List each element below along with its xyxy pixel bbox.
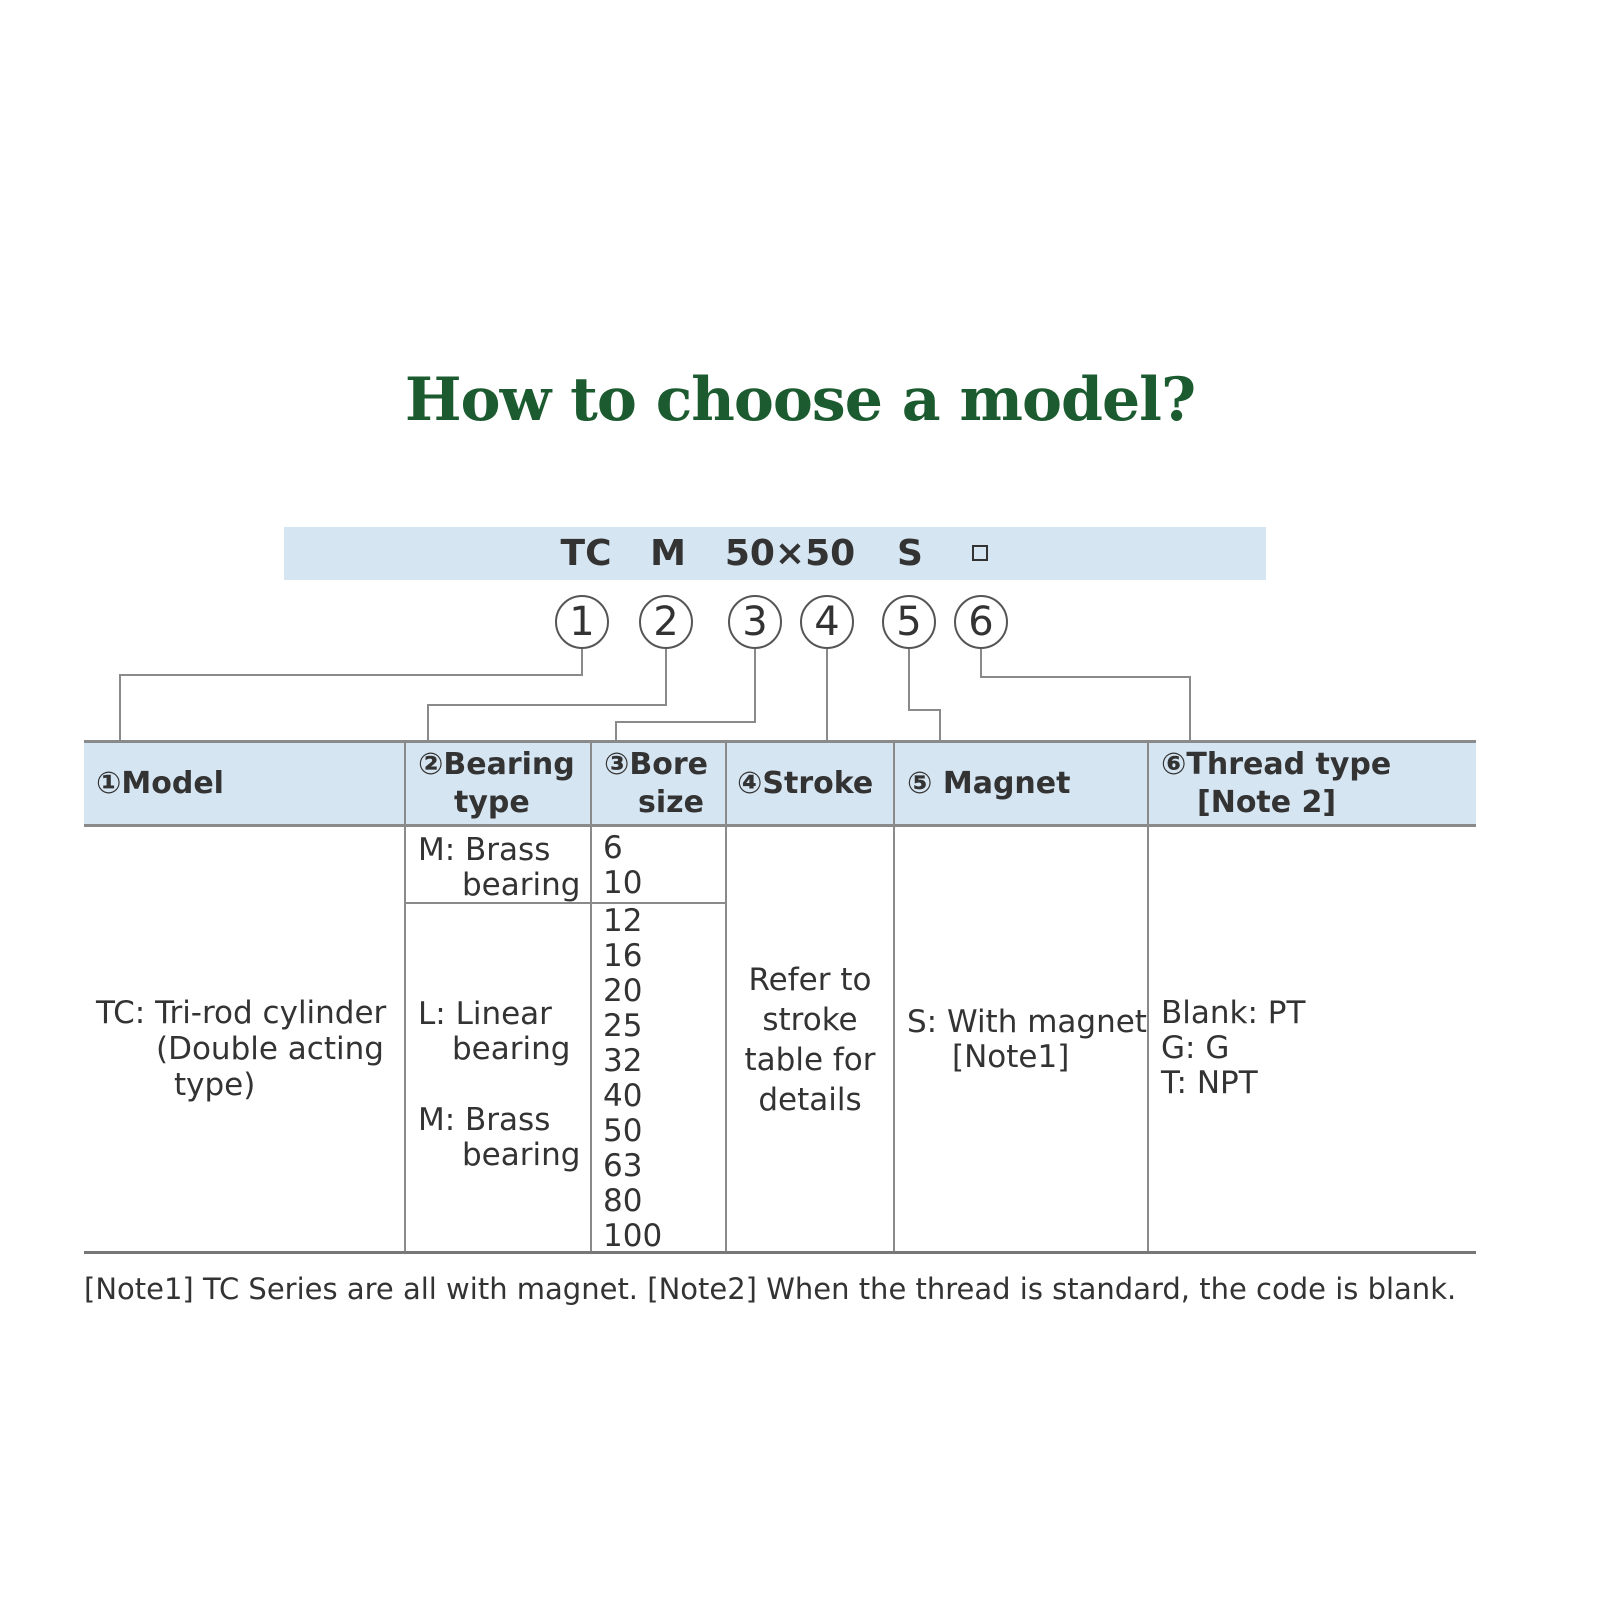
header-bore-line2: size [638,784,704,820]
bearing-brass-line1: M: Brass [418,1102,551,1138]
table-bottom-rule [84,1251,1476,1254]
thread-option-g: G: G [1161,1030,1230,1066]
column-divider [1147,740,1149,1254]
header-bore-line1: ③Bore [604,746,709,782]
bearing-brass-top-line2: bearing [462,867,581,903]
magnet-desc-line2: [Note1] [952,1039,1070,1075]
position-circle-2: 2 [639,595,693,649]
footnote: [Note1] TC Series are all with magnet. [… [84,1272,1457,1306]
header-model: ①Model [96,765,224,801]
bore-size-50: 50 [603,1113,643,1149]
connector-5 [908,649,941,740]
stroke-desc-line2: stroke [762,1002,858,1038]
connector-2 [427,649,667,740]
header-bearing-type: ②Bearing type [406,740,590,827]
model-desc-line1: TC: Tri-rod cylinder [96,995,387,1031]
position-circle-1: 1 [555,595,609,649]
bore-size-25: 25 [603,1008,643,1044]
header-thread-type: ⑥Thread type [Note 2] [1149,740,1476,827]
bore-size-100: 100 [603,1218,663,1254]
thread-option-pt: Blank: PT [1161,995,1306,1031]
header-thread-line1: ⑥Thread type [1161,746,1392,782]
connector-6 [980,649,1191,740]
model-code-bar: TC M 50×50 S [284,527,1266,580]
bore-size-12: 12 [603,903,643,939]
stroke-desc-line1: Refer to [748,962,872,998]
bore-size-20: 20 [603,973,643,1009]
code-series: TC [560,533,612,574]
page-title: How to choose a model? [404,365,1196,435]
model-desc-line3: type) [174,1067,256,1103]
magnet-desc-line1: S: With magnet [907,1004,1147,1040]
bore-size-10: 10 [603,865,643,901]
stroke-desc-line4: details [758,1082,862,1118]
bore-size-80: 80 [603,1183,643,1219]
position-circle-3: 3 [728,595,782,649]
connector-lines [119,649,1191,740]
row-separator [405,902,726,904]
column-divider [893,740,895,1254]
column-divider [725,740,727,1254]
bore-size-32: 32 [603,1043,643,1079]
position-circle-4: 4 [800,595,854,649]
code-bore-stroke: 50×50 [724,533,856,574]
model-selection-table: ①Model ②Bearing type ③Bore size ④Stroke … [84,740,1476,1254]
column-divider [404,740,406,1254]
header-magnet: ⑤ Magnet [907,765,1071,801]
connector-3 [615,649,756,740]
code-thread-placeholder-box [972,545,988,561]
connector-1 [119,649,583,740]
bore-size-63: 63 [603,1148,643,1184]
code-magnet: S [897,533,923,574]
bearing-linear-line1: L: Linear [418,996,552,1032]
bearing-brass-line2: bearing [462,1137,581,1173]
bore-size-6: 6 [603,830,623,866]
thread-option-npt: T: NPT [1161,1065,1258,1101]
stroke-desc-line3: table for [744,1042,876,1078]
header-stroke: ④Stroke [737,765,874,801]
bore-size-40: 40 [603,1078,643,1114]
bearing-linear-line2: bearing [452,1031,571,1067]
header-bearing-line1: ②Bearing [418,746,575,782]
bearing-brass-top-line1: M: Brass [418,832,551,868]
header-thread-line2: [Note 2] [1197,784,1337,820]
model-desc-line2: (Double acting [156,1031,384,1067]
bore-size-16: 16 [603,938,643,974]
header-bore-size: ③Bore size [592,740,725,827]
column-divider [590,740,592,1254]
position-circle-6: 6 [954,595,1008,649]
position-circle-5: 5 [882,595,936,649]
table-header-row [84,740,1476,827]
code-bearing: M [650,533,686,574]
header-bearing-line2: type [454,784,530,820]
